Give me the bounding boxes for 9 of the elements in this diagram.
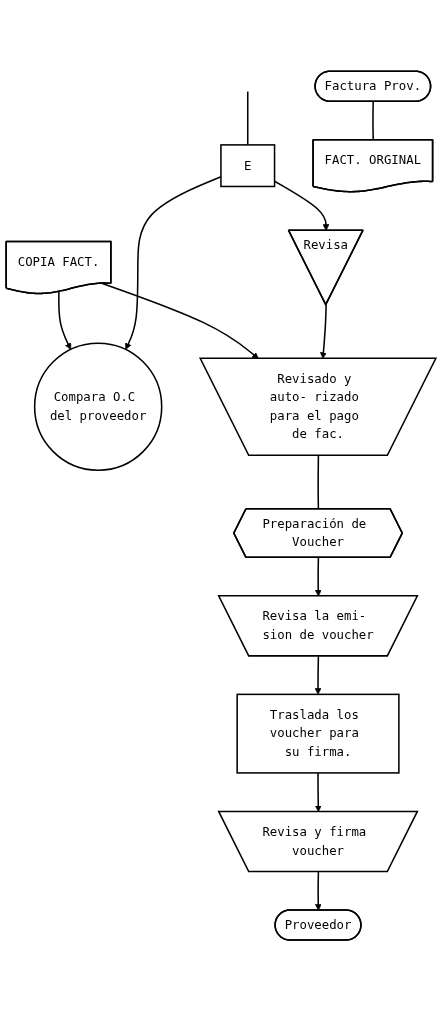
arrow — [314, 772, 322, 812]
node-circle: Compara O.C del proveedor — [33, 342, 163, 471]
arrow — [314, 871, 322, 911]
arrow — [320, 304, 327, 359]
node-box: E — [220, 144, 276, 188]
connector — [246, 90, 249, 146]
arrow — [314, 655, 322, 695]
node-box: Traslada los voucher para su firma. — [236, 693, 400, 774]
arrow — [101, 282, 259, 359]
